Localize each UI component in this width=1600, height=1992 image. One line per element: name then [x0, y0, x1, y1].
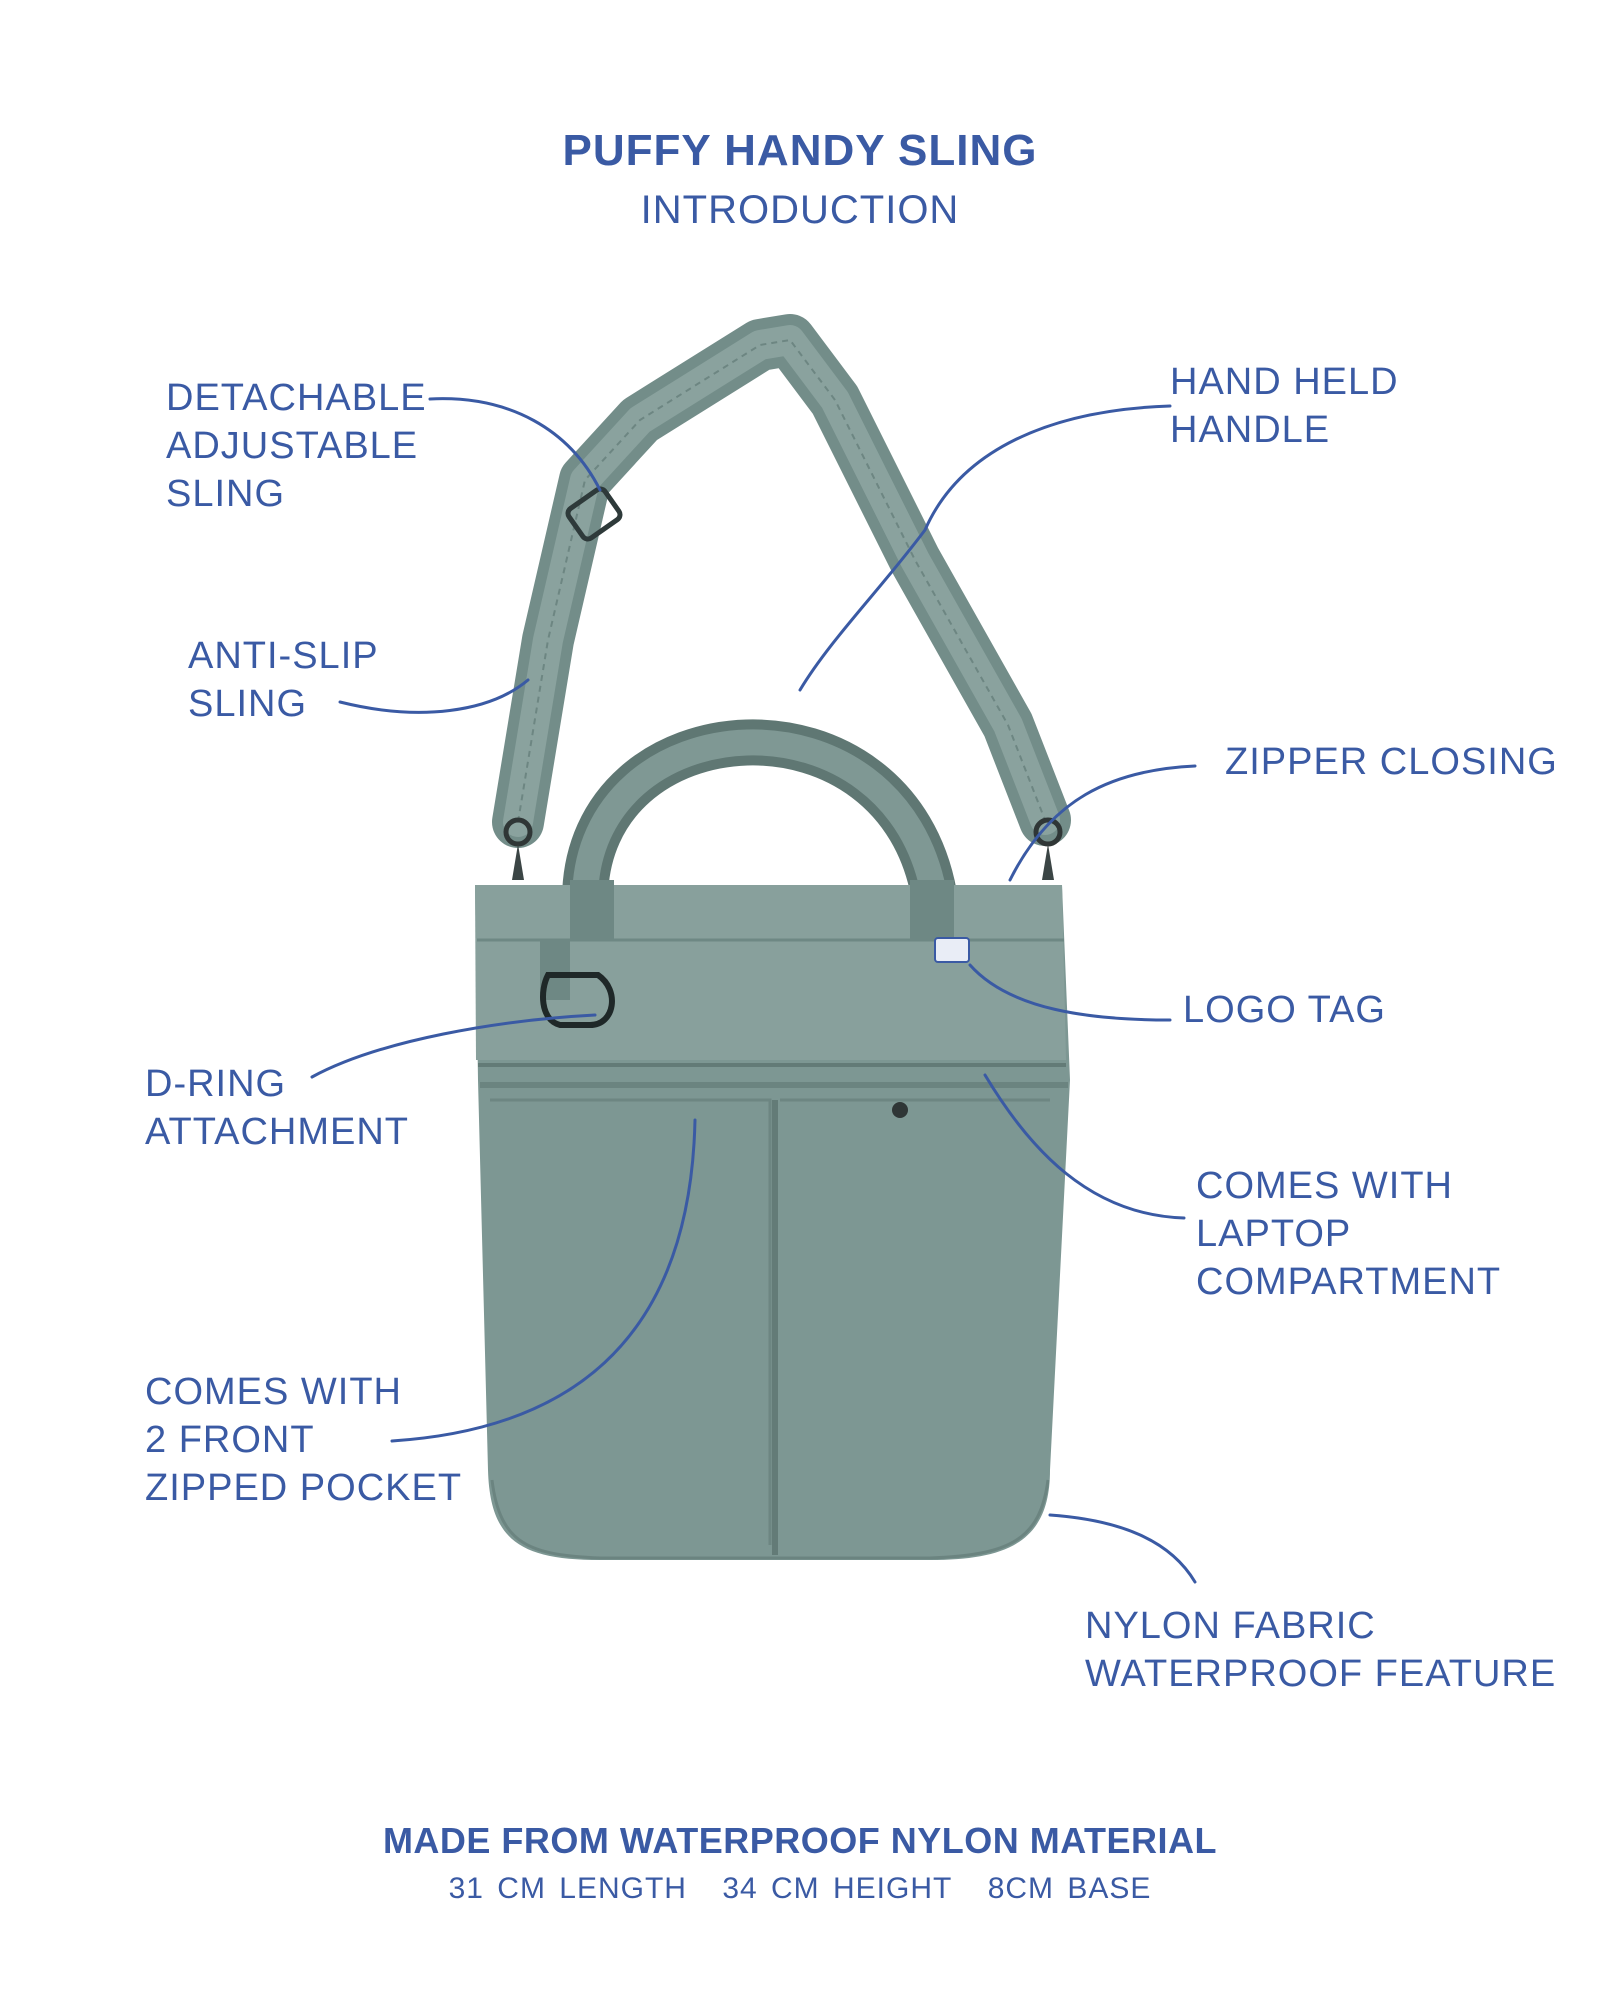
label-line: LAPTOP — [1196, 1213, 1352, 1255]
dimension-height: 34 CM HEIGHT — [722, 1872, 953, 1905]
page-subtitle: INTRODUCTION — [640, 188, 960, 232]
leader-laptop — [983, 1073, 1186, 1220]
label-line: WATERPROOF FEATURE — [1085, 1653, 1557, 1695]
leader-front-pocket — [390, 1118, 697, 1443]
right-clasp — [1033, 817, 1063, 880]
page-title: PUFFY HANDY SLING — [562, 126, 1038, 175]
label-zipper: ZIPPER CLOSING — [1225, 738, 1558, 786]
label-d-ring: D-RING ATTACHMENT — [145, 1060, 409, 1156]
label-line: NYLON FABRIC — [1085, 1605, 1376, 1647]
slider-buckle — [565, 486, 623, 542]
label-line: D-RING — [145, 1063, 287, 1105]
label-anti-slip: ANTI-SLIP SLING — [188, 632, 379, 728]
d-ring — [540, 972, 615, 1028]
leader-hand-handle — [798, 404, 1172, 692]
leader-lines — [310, 397, 1197, 1584]
label-front-pocket: COMES WITH 2 FRONT ZIPPED POCKET — [145, 1368, 462, 1512]
label-line: COMES WITH — [1196, 1165, 1453, 1207]
dimension-length: 31 CM LENGTH — [448, 1872, 687, 1905]
leader-nylon — [1048, 1513, 1197, 1584]
label-line: ADJUSTABLE — [166, 425, 419, 467]
sling-strap — [492, 314, 1071, 848]
leader-zipper — [1008, 764, 1197, 882]
label-line: HAND HELD — [1170, 361, 1399, 403]
left-clasp — [503, 817, 533, 880]
leader-detachable — [428, 397, 602, 492]
label-line: 2 FRONT — [145, 1419, 315, 1461]
label-nylon: NYLON FABRIC WATERPROOF FEATURE — [1085, 1602, 1556, 1698]
bag-body — [475, 880, 1070, 1560]
leader-logo-tag — [968, 963, 1172, 1022]
label-line: ZIPPER CLOSING — [1225, 741, 1558, 783]
label-line: COMPARTMENT — [1196, 1261, 1502, 1303]
label-line: SLING — [166, 473, 286, 515]
leader-d-ring — [310, 1013, 597, 1079]
leader-anti-slip — [338, 678, 530, 714]
label-line: DETACHABLE — [166, 377, 427, 419]
dimension-base: 8CM BASE — [987, 1872, 1152, 1905]
label-hand-handle: HAND HELD HANDLE — [1170, 358, 1399, 454]
label-detachable-sling: DETACHABLE ADJUSTABLE SLING — [166, 374, 427, 518]
dimensions: 31 CM LENGTH 34 CM HEIGHT 8CM BASE — [0, 1872, 1600, 1906]
material-statement: MADE FROM WATERPROOF NYLON MATERIAL — [382, 1820, 1218, 1861]
label-line: COMES WITH — [145, 1371, 402, 1413]
label-line: SLING — [188, 683, 308, 725]
label-line: ATTACHMENT — [145, 1111, 410, 1153]
label-logo-tag: LOGO TAG — [1183, 986, 1386, 1034]
label-line: LOGO TAG — [1183, 989, 1386, 1031]
label-laptop: COMES WITH LAPTOP COMPARTMENT — [1196, 1162, 1501, 1306]
label-line: ANTI-SLIP — [188, 635, 379, 677]
label-line: HANDLE — [1170, 409, 1331, 451]
label-line: ZIPPED POCKET — [145, 1467, 463, 1509]
logo-tag — [934, 937, 970, 963]
